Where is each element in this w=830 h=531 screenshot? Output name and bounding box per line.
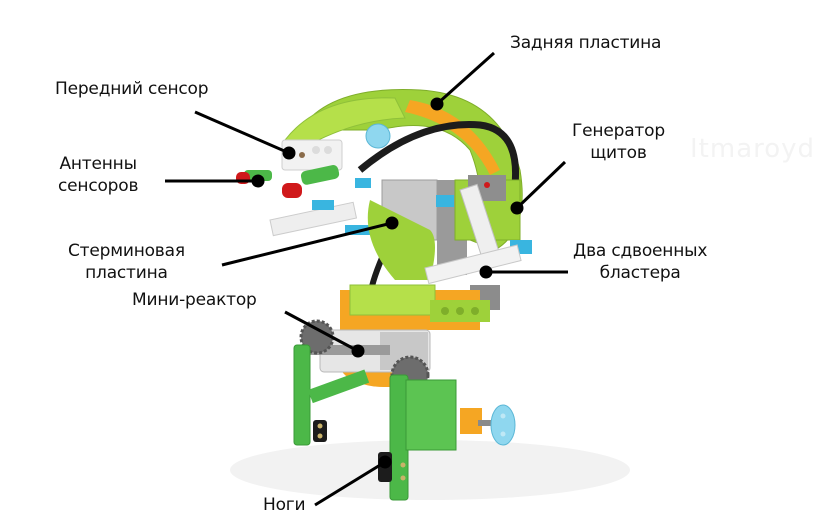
leader-line-mini-reactor bbox=[284, 310, 359, 353]
label-text: Стерминовая bbox=[68, 241, 185, 261]
label-stermin-plate: Стерминовая пластина bbox=[68, 240, 185, 284]
label-text: Передний сенсор bbox=[55, 79, 209, 99]
leader-line-stermin-plate bbox=[221, 221, 393, 267]
label-text: бластера bbox=[599, 263, 681, 283]
label-text: Два сдвоенных bbox=[573, 241, 708, 261]
label-text: Антенны bbox=[59, 154, 137, 174]
label-front-sensor: Передний сенсор bbox=[55, 78, 209, 100]
watermark: Itmaroyd bbox=[690, 134, 816, 164]
leader-line-legs bbox=[314, 460, 386, 507]
label-mini-reactor: Мини-реактор bbox=[132, 289, 257, 311]
label-text: Ноги bbox=[263, 495, 306, 515]
label-rear-plate: Задняя пластина bbox=[510, 32, 661, 54]
leader-line-front-sensor bbox=[194, 110, 290, 155]
leader-line-rear-plate bbox=[435, 51, 496, 106]
label-text: Задняя пластина bbox=[510, 33, 662, 53]
label-two-double-blasters: Два сдвоенных бластера bbox=[573, 240, 707, 284]
label-text: Генератор bbox=[572, 121, 665, 141]
label-shield-generator: Генератор щитов bbox=[572, 120, 665, 164]
leader-line-shield-generator bbox=[515, 160, 567, 210]
label-text: щитов bbox=[590, 143, 647, 163]
label-sensor-antennas: Антенны сенсоров bbox=[58, 153, 138, 197]
label-text: сенсоров bbox=[58, 176, 139, 196]
label-text: Мини-реактор bbox=[132, 290, 257, 310]
label-legs: Ноги bbox=[263, 494, 306, 516]
label-text: пластина bbox=[85, 263, 168, 283]
